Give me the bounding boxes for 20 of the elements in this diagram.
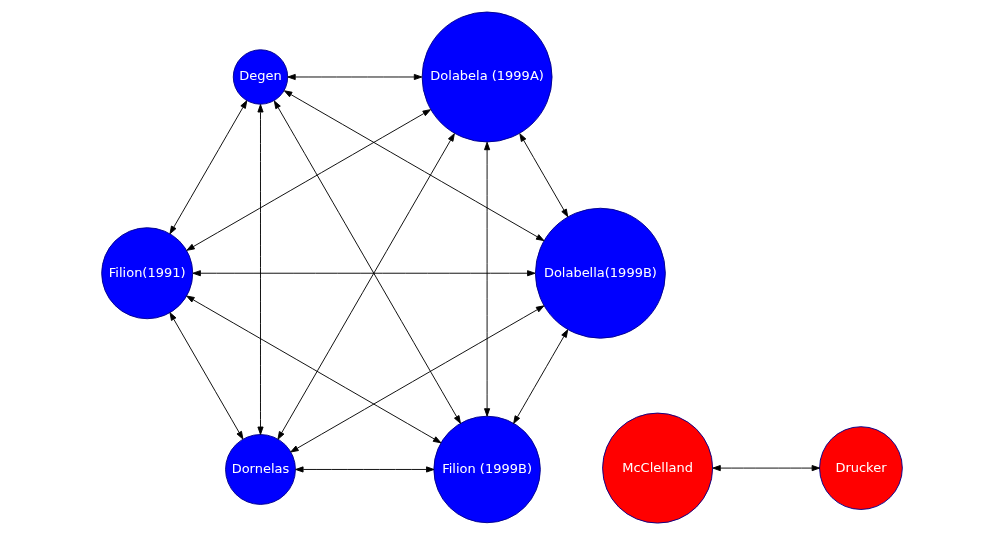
- arrow: [711, 465, 820, 472]
- arrow: [276, 133, 455, 440]
- arrow: [192, 270, 535, 277]
- arrow: [185, 295, 441, 444]
- node-circle: McClelland: [601, 412, 713, 524]
- arrow: [169, 312, 243, 440]
- arrow: [169, 100, 247, 235]
- arrow: [286, 73, 422, 81]
- arrow: [483, 141, 490, 417]
- arrow: [256, 104, 264, 435]
- arrow: [289, 305, 544, 453]
- arrow: [273, 100, 461, 424]
- node-circle: Dornelas: [224, 434, 296, 505]
- arrow: [294, 466, 434, 473]
- arrow: [283, 90, 544, 242]
- node-circle: Drucker: [818, 426, 903, 510]
- node-circle: Degen: [232, 49, 288, 105]
- arrow: [518, 133, 568, 218]
- arrow: [185, 109, 431, 251]
- arrow: [512, 329, 568, 424]
